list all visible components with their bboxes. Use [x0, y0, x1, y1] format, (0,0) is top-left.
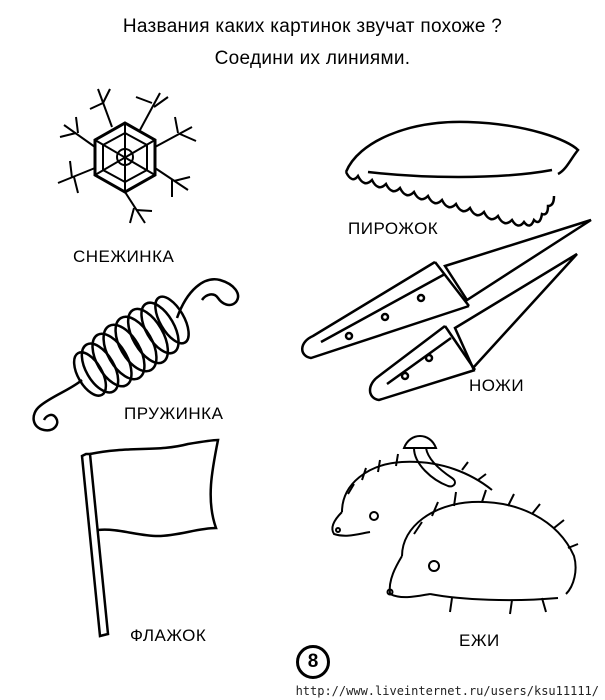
snowflake-picture — [50, 85, 200, 225]
hedgehogs-picture — [322, 430, 587, 625]
spring-label: ПРУЖИНКА — [124, 404, 224, 423]
pie-picture — [338, 112, 586, 202]
hedgehogs-label: ЕЖИ — [459, 631, 500, 650]
flag-label: ФЛАЖОК — [130, 626, 207, 645]
pie-label: ПИРОЖОК — [348, 219, 439, 238]
snowflake-label: СНЕЖИНКА — [73, 247, 175, 266]
knives-label: НОЖИ — [469, 376, 525, 395]
watermark-url: http://www.liveinternet.ru/users/ksu1111… — [295, 684, 599, 698]
instruction-line-2: Соедини их линиями. — [214, 48, 411, 69]
spring-picture — [22, 270, 257, 440]
instruction-line-1: Названия каких картинок звучат похоже ? — [122, 16, 503, 37]
flag-picture — [78, 440, 238, 645]
page-number: 8 — [296, 645, 330, 679]
knives-picture — [295, 218, 600, 428]
